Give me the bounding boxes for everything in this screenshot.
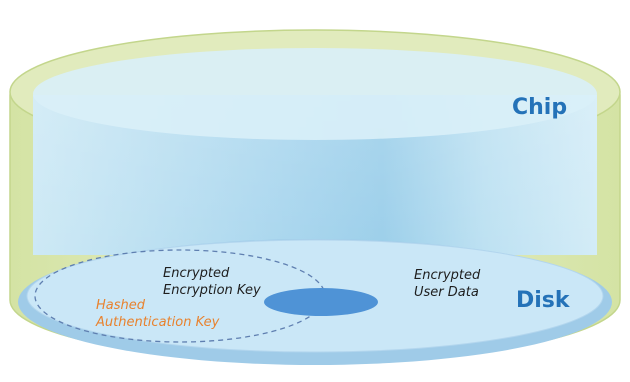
encrypted-user-data-label: Encrypted User Data: [414, 268, 481, 300]
encrypted-encryption-key-label: Encrypted Encryption Key: [163, 266, 261, 298]
disk-label: Disk: [516, 288, 570, 313]
chip-label: Chip: [512, 95, 568, 120]
hashed-authentication-key-label: Hashed Authentication Key: [96, 298, 220, 330]
chip-band: [33, 48, 597, 255]
encryption-key-ellipse: [264, 288, 378, 316]
